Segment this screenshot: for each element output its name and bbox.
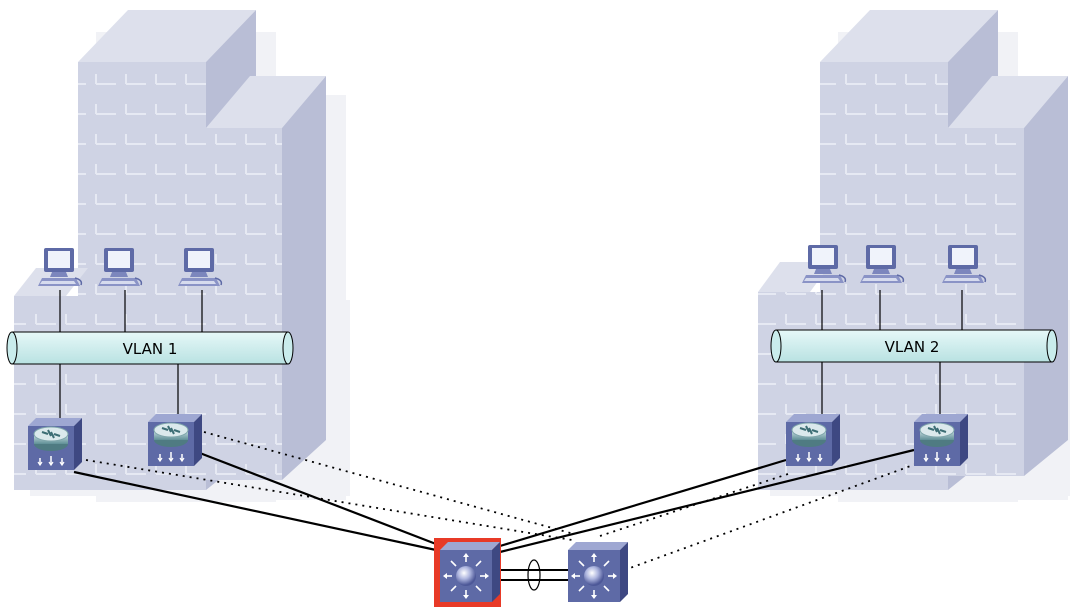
router-icon[interactable] [27,417,83,471]
standby-l3-switch[interactable] [567,541,629,603]
active-l3-switch[interactable] [434,538,501,607]
vlan-2-label: VLAN 2 [885,338,940,356]
l3-switch-icon [439,541,501,603]
vlan-2-segment: VLAN 2 [770,329,1058,363]
building-icon [206,76,326,480]
vlan-1-label: VLAN 1 [123,340,178,358]
router-icon[interactable] [785,413,841,467]
vlan-1-segment: VLAN 1 [6,331,294,365]
link-bundle-icon [527,559,541,591]
router-icon[interactable] [913,413,969,467]
network-links [59,290,963,591]
left-building-group [14,10,350,502]
router-icon[interactable] [147,413,203,467]
l3-switch-icon [567,541,629,603]
pc-icon[interactable] [37,247,83,287]
